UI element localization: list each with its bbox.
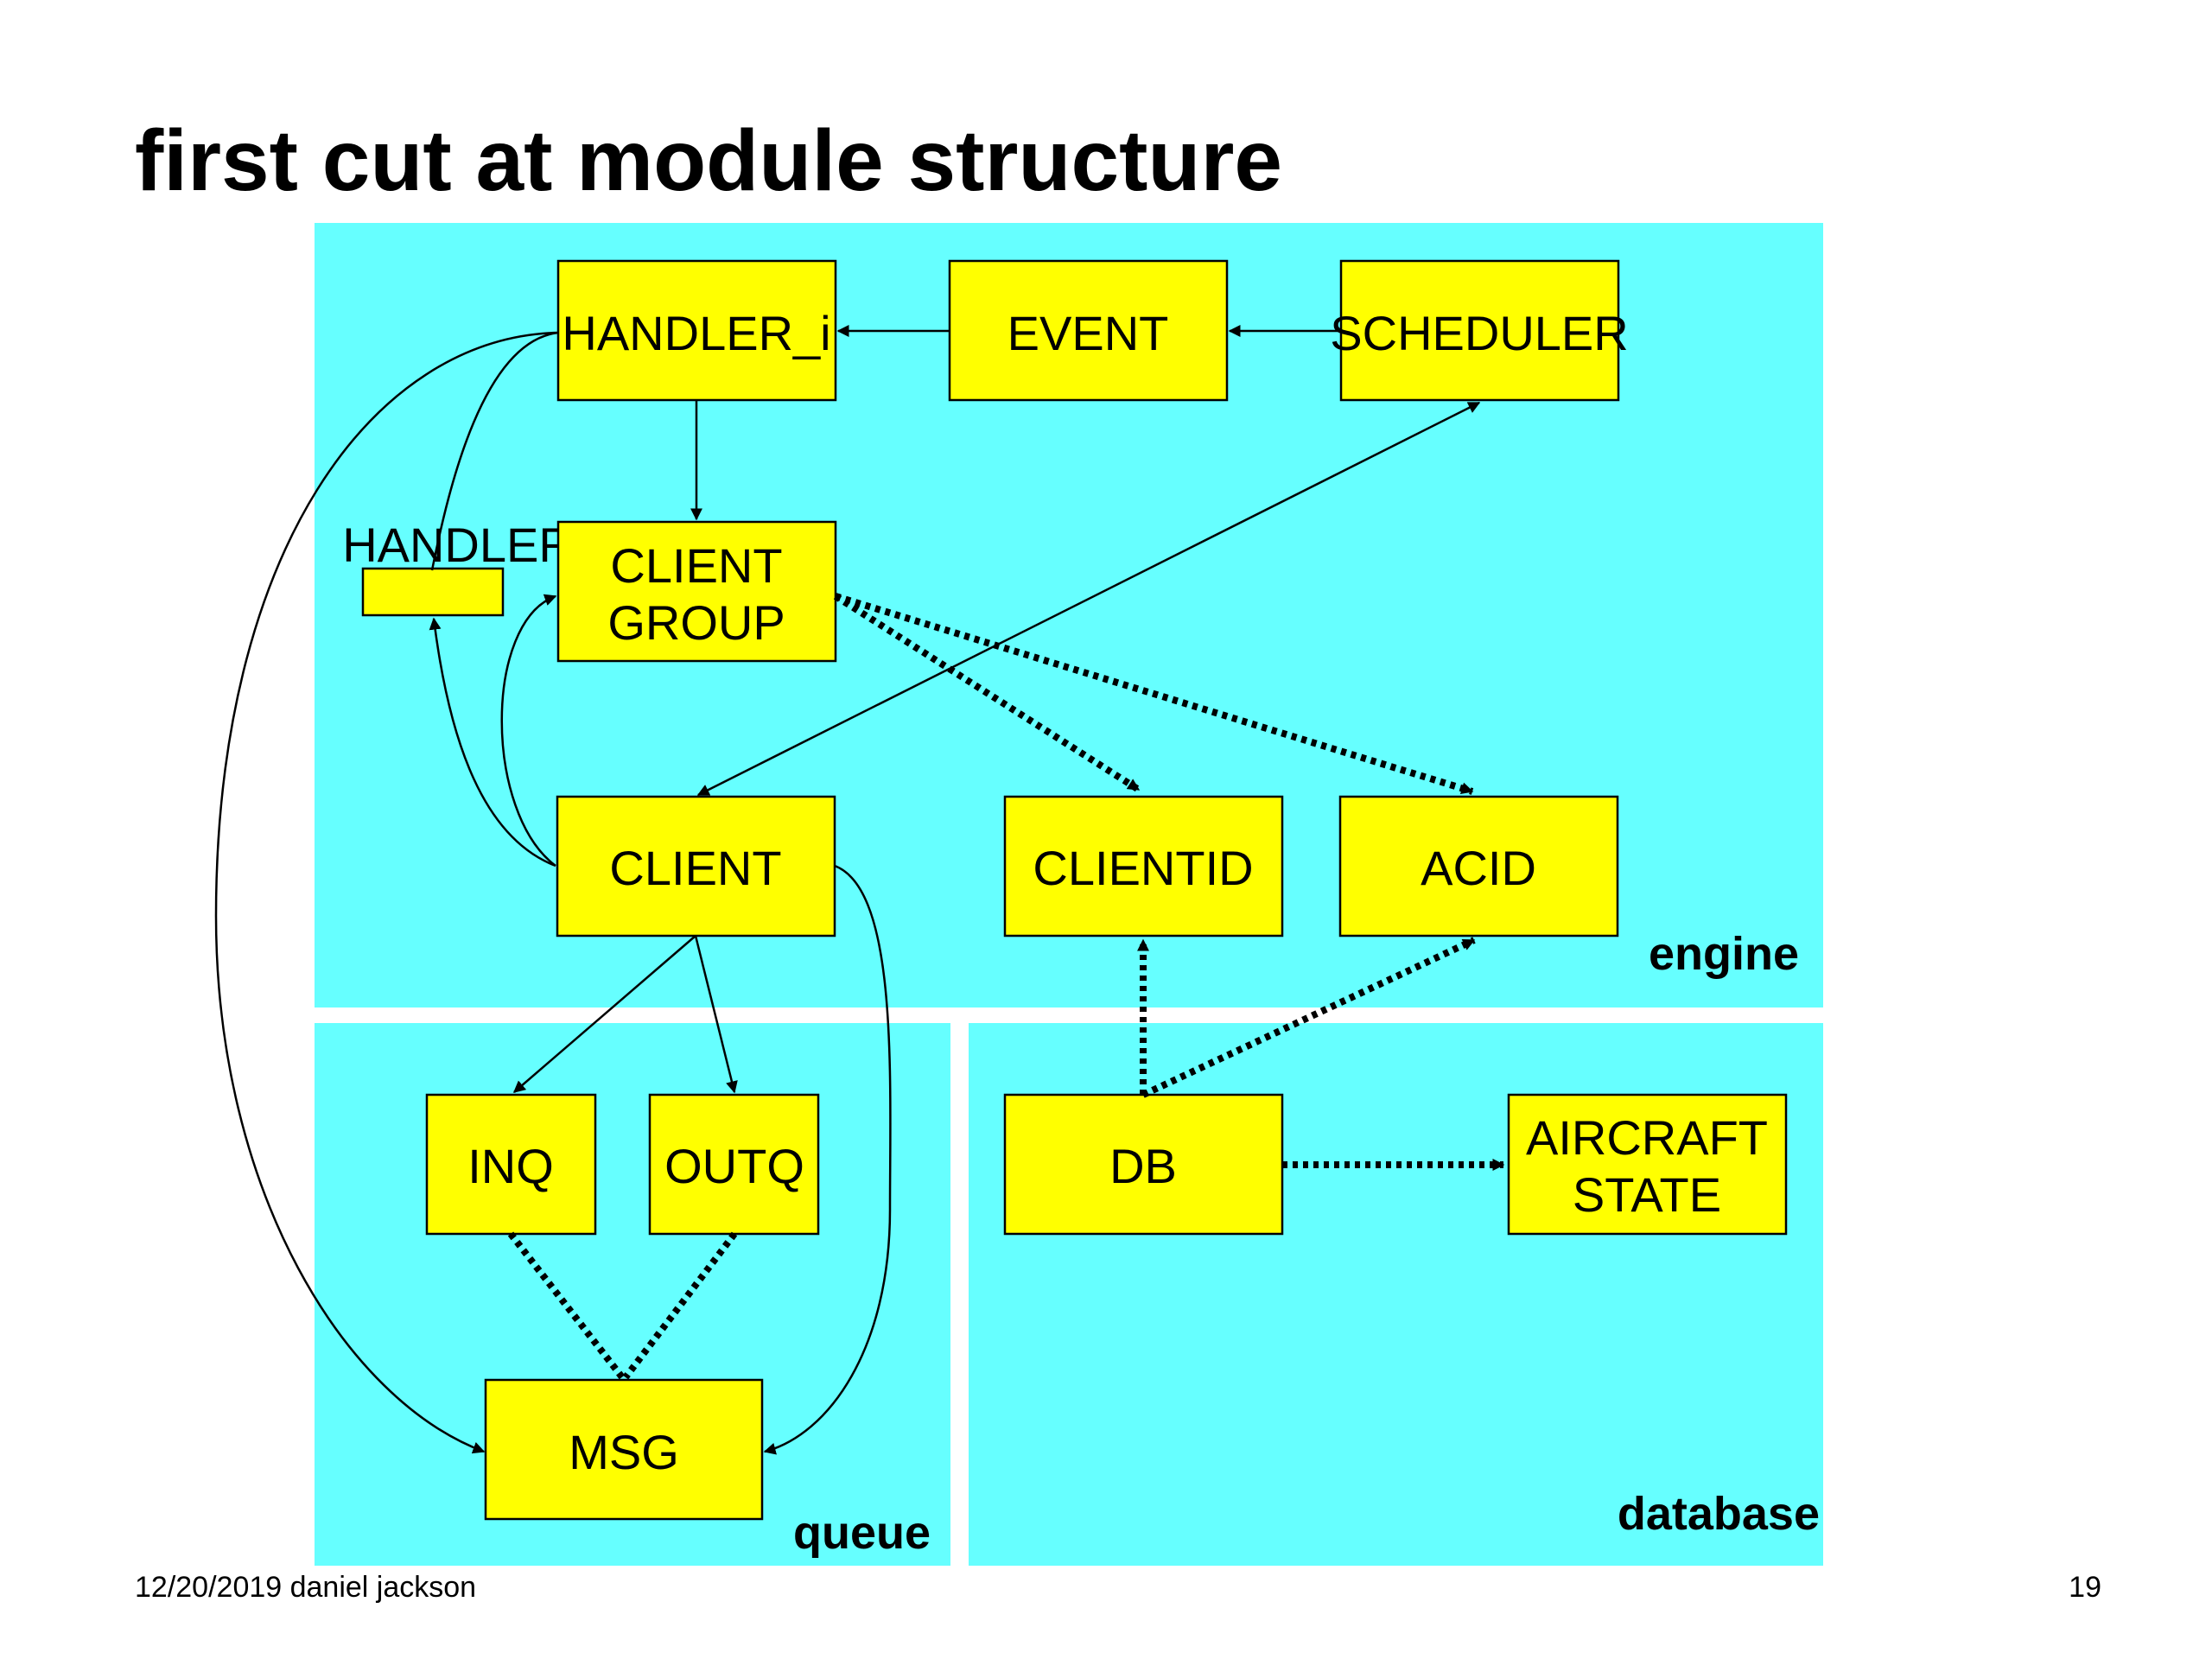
edge-client-to-client-group xyxy=(500,594,557,868)
acid-label: ACID xyxy=(1421,841,1536,895)
footer-page-number: 19 xyxy=(2069,1571,2101,1604)
client-group-label-line2: GROUP xyxy=(607,595,785,650)
edge-client-group-to-acid xyxy=(834,593,1474,795)
handler-i-box: HANDLER_i xyxy=(556,259,837,402)
event-label: EVENT xyxy=(1007,306,1169,360)
queue-label: queue xyxy=(793,1507,931,1559)
scheduler-box: SCHEDULER xyxy=(1330,259,1629,402)
edge-client-group-to-clientid xyxy=(833,593,1141,793)
edge-db-to-acid xyxy=(1141,937,1476,1098)
footer-date-author: 12/20/2019 daniel jackson xyxy=(135,1571,476,1604)
handler-box: HANDLER xyxy=(342,518,574,617)
acid-box: ACID xyxy=(1338,795,1619,938)
client-group-label-line1: CLIENT xyxy=(610,538,782,593)
aircraft-state-box: AIRCRAFT STATE xyxy=(1507,1093,1788,1236)
edge-handler-i-to-client xyxy=(430,331,559,571)
database-label: database xyxy=(1618,1488,1820,1540)
outq-label: OUTQ xyxy=(664,1139,804,1193)
outq-box: OUTQ xyxy=(648,1093,820,1236)
db-box: DB xyxy=(1003,1093,1284,1236)
scheduler-label: SCHEDULER xyxy=(1330,306,1628,360)
edge-handler-i-to-msg xyxy=(214,331,559,1454)
client-label: CLIENT xyxy=(609,841,781,895)
edge-client-scheduler-bidirectional xyxy=(696,401,1481,797)
edge-client-to-handler xyxy=(429,617,556,868)
event-box: EVENT xyxy=(948,259,1229,402)
edge-client-to-msg xyxy=(763,864,892,1455)
handler-i-label: HANDLER_i xyxy=(562,306,830,360)
edge-client-to-outq xyxy=(694,935,738,1094)
aircraft-state-label-line2: STATE xyxy=(1573,1167,1721,1222)
msg-label: MSG xyxy=(569,1425,679,1479)
inq-box: INQ xyxy=(425,1093,597,1236)
client-box: CLIENT xyxy=(556,795,836,938)
clientid-label: CLIENTID xyxy=(1033,841,1253,895)
client-group-box: CLIENT GROUP xyxy=(556,520,837,663)
slide-title: first cut at module structure xyxy=(135,112,1282,209)
engine-label: engine xyxy=(1649,928,1799,980)
clientid-box: CLIENTID xyxy=(1003,795,1284,938)
aircraft-state-label-line1: AIRCRAFT xyxy=(1526,1110,1768,1165)
msg-box: MSG xyxy=(484,1378,764,1521)
handler-label: HANDLER xyxy=(342,518,574,572)
db-label: DB xyxy=(1109,1139,1177,1193)
edge-client-to-inq xyxy=(512,935,696,1093)
inq-label: INQ xyxy=(467,1139,554,1193)
edge-outq-to-msg xyxy=(622,1231,738,1380)
